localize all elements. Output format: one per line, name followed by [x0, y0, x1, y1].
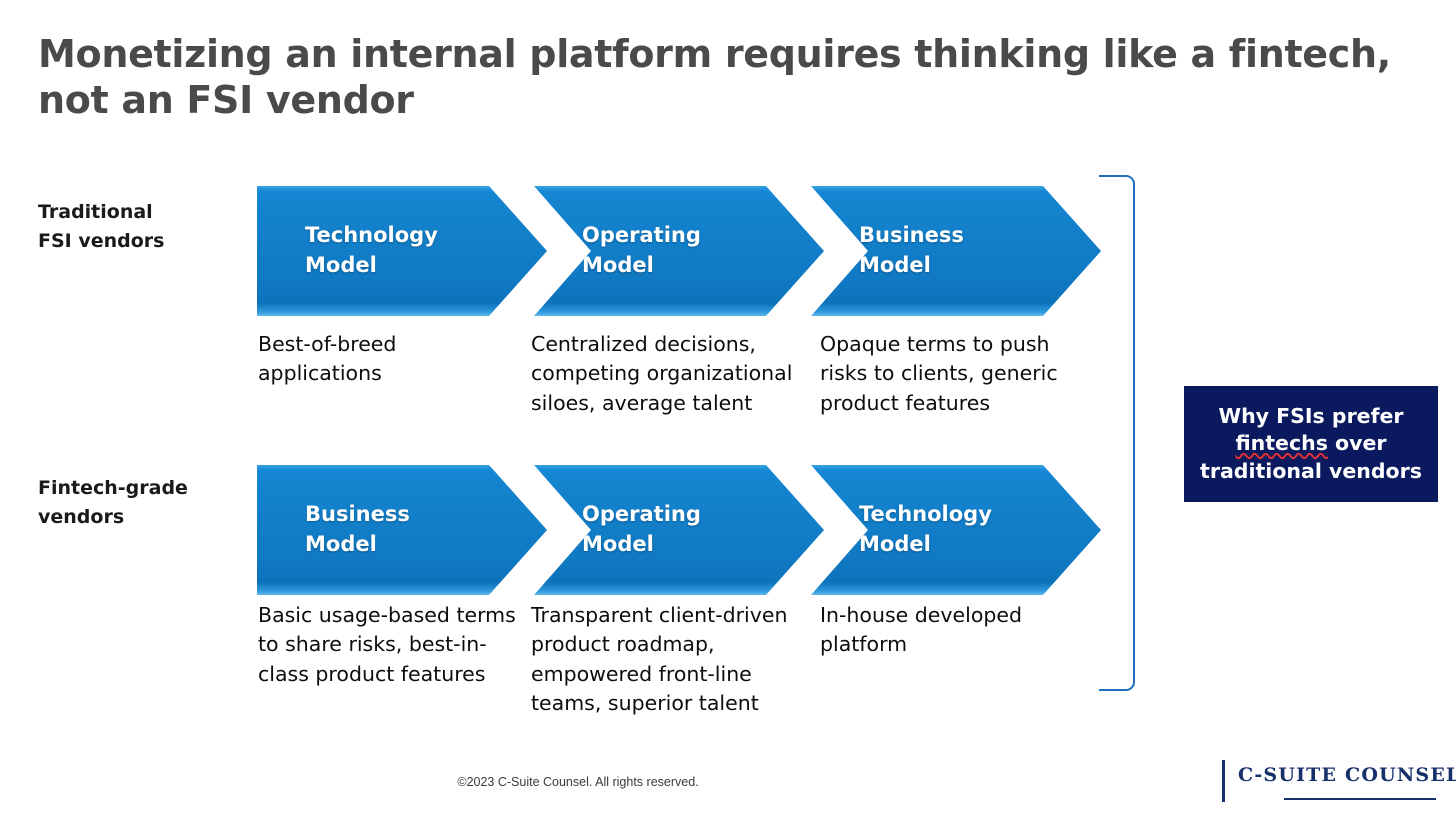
- chevron-traditional-2[interactable]: Operating Model: [534, 186, 824, 316]
- logo-text: C-SUITE COUNSEL: [1238, 764, 1456, 786]
- callout-line-3: traditional vendors: [1200, 458, 1422, 483]
- chevron-label: Operating Model: [582, 502, 701, 556]
- row-label-fintech-text: Fintech-grade vendors: [38, 477, 188, 529]
- chevron-fintech-1[interactable]: Business Model: [257, 465, 547, 595]
- description-fintech-1: Basic usage-based terms to share risks, …: [258, 603, 516, 686]
- logo-bar-icon: [1222, 760, 1225, 802]
- description-fintech-3: In-house developed platform: [820, 603, 1023, 657]
- callout-line-2-rest: over: [1327, 431, 1387, 456]
- chevron-label: Technology Model: [305, 223, 438, 277]
- description-traditional-1: Best-of-breed applications: [258, 332, 397, 386]
- logo-underline: [1284, 798, 1436, 800]
- callout-text: Why FSIs prefer fintechs over traditiona…: [1200, 403, 1422, 485]
- chevron-traditional-3[interactable]: Business Model: [811, 186, 1101, 316]
- chevron-label: Business Model: [859, 223, 964, 277]
- callout-line-1: Why FSIs prefer: [1218, 404, 1404, 429]
- row-label-traditional: Traditional FSI vendors: [38, 198, 253, 257]
- grouping-bracket: [1099, 175, 1135, 691]
- chevron-label: Business Model: [305, 502, 410, 556]
- chevron-traditional-1[interactable]: Technology Model: [257, 186, 547, 316]
- description-fintech-2: Transparent client-driven product roadma…: [531, 603, 788, 715]
- page-title: Monetizing an internal platform requires…: [38, 32, 1391, 122]
- chevron-label: Operating Model: [582, 223, 701, 277]
- row-label-traditional-text: Traditional FSI vendors: [38, 201, 165, 253]
- brand-logo: C-SUITE COUNSEL: [1222, 758, 1456, 808]
- description-traditional-3: Opaque terms to push risks to clients, g…: [820, 332, 1058, 415]
- callout-box: Why FSIs prefer fintechs over traditiona…: [1184, 386, 1438, 502]
- description-traditional-2: Centralized decisions, competing organiz…: [531, 332, 793, 415]
- chevron-label: Technology Model: [859, 502, 992, 556]
- row-label-fintech: Fintech-grade vendors: [38, 474, 253, 533]
- copyright-text: ©2023 C-Suite Counsel. All rights reserv…: [457, 775, 699, 789]
- chevron-fintech-2[interactable]: Operating Model: [534, 465, 824, 595]
- callout-misspelled-word: fintechs: [1235, 431, 1328, 456]
- chevron-fintech-3[interactable]: Technology Model: [811, 465, 1101, 595]
